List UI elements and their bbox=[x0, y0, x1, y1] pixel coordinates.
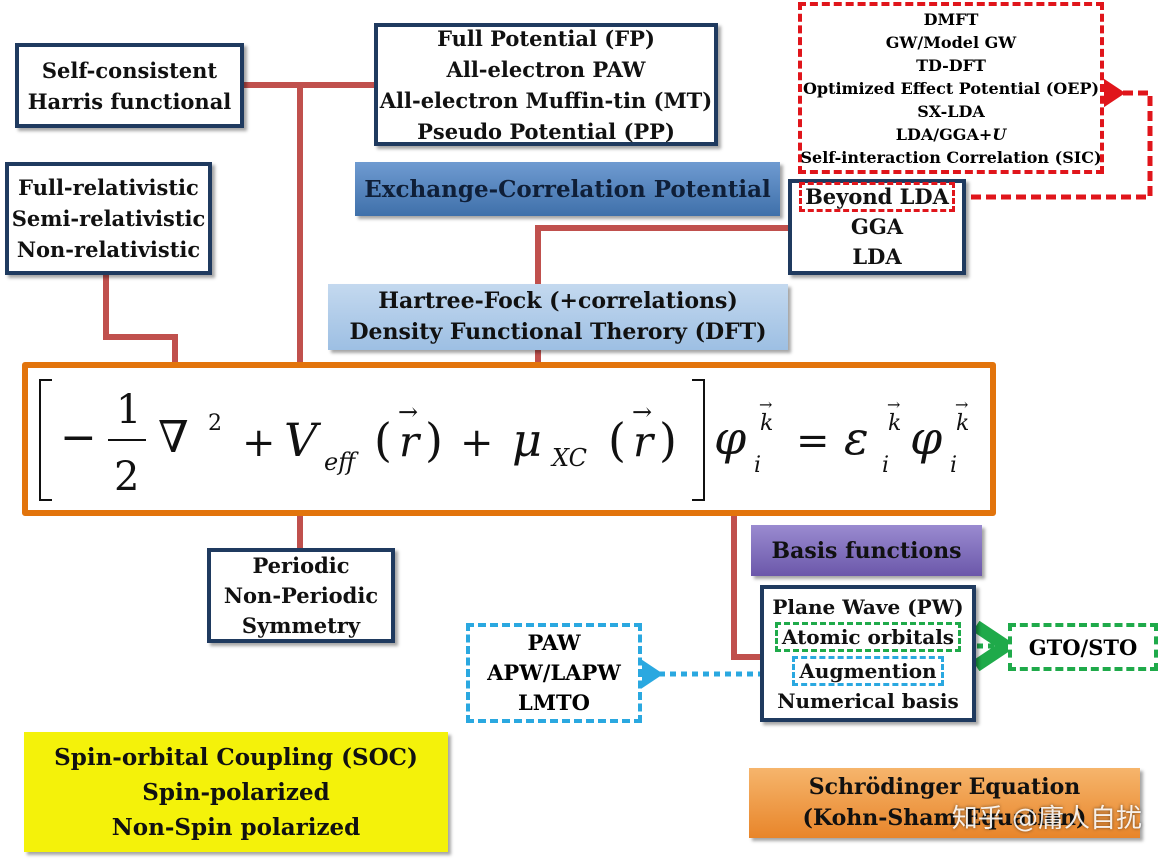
spin-box: Spin-orbital Coupling (SOC) Spin-polariz… bbox=[24, 732, 448, 852]
boundary-line-3: Symmetry bbox=[241, 612, 361, 638]
eq-eps-sup-arrow: → bbox=[887, 395, 900, 414]
augment-line-2: APW/LAPW bbox=[487, 660, 621, 685]
beyond-line-2: GW/Model GW bbox=[885, 32, 1017, 52]
augmentation-methods-box: PAW APW/LAPW LMTO bbox=[466, 623, 642, 723]
beyond-line-4: Optimized Effect Potential (OEP) bbox=[802, 78, 1100, 98]
eq-eff: eff bbox=[324, 448, 359, 476]
gto-sto-box: GTO/STO bbox=[1008, 623, 1158, 671]
eq-xc: XC bbox=[550, 444, 587, 472]
eq-eps-sub: i bbox=[882, 453, 889, 478]
augment-line-3: LMTO bbox=[518, 690, 590, 715]
schrodinger-line-1: Schrödinger Equation bbox=[808, 774, 1081, 800]
relativity-line-3: Non-relativistic bbox=[16, 237, 201, 262]
right-bracket bbox=[692, 379, 705, 501]
theory-line-2: Density Functional Therory (DFT) bbox=[349, 319, 767, 345]
scf-line-1: Self-consistent bbox=[41, 57, 218, 83]
eq-phi-1-sub: i bbox=[754, 453, 761, 478]
boundary-line-2: Non-Periodic bbox=[223, 582, 379, 608]
beyond-lda-arrow bbox=[956, 93, 1153, 200]
eq-lparen-1: ( bbox=[374, 413, 392, 467]
schrodinger-box: Schrödinger Equation (Kohn-Sham Equation… bbox=[749, 768, 1140, 838]
eq-r-arrow-1: → bbox=[398, 398, 418, 426]
relativity-box: Full-relativistic Semi-relativistic Non-… bbox=[5, 162, 212, 275]
eq-plus-1: + bbox=[242, 420, 276, 466]
relativity-line-1: Full-relativistic bbox=[18, 175, 199, 200]
theory-banner: Hartree-Fock (+correlations) Density Fun… bbox=[328, 284, 788, 350]
scf-box: Self-consistent Harris functional bbox=[15, 43, 244, 128]
augment-line-1: PAW bbox=[527, 630, 581, 655]
eq-rparen-1: ) bbox=[425, 413, 443, 467]
potential-line-2: All-electron PAW bbox=[446, 56, 646, 82]
theory-line-1: Hartree-Fock (+correlations) bbox=[378, 288, 738, 314]
eq-nabla-exponent: 2 bbox=[208, 411, 222, 436]
eq-phi-1-sup: k bbox=[760, 411, 773, 436]
connector-phi-basis bbox=[731, 470, 770, 660]
spin-line-2: Spin-polarized bbox=[142, 778, 330, 806]
basis-functions-banner: Basis functions bbox=[751, 525, 982, 576]
eq-minus: − bbox=[60, 412, 97, 463]
gto-sto-label: GTO/STO bbox=[1028, 634, 1138, 660]
beyond-lda-methods-box: DMFT GW/Model GW TD-DFT Optimized Effect… bbox=[798, 2, 1104, 174]
eq-phi-2-sub: i bbox=[950, 453, 957, 478]
beyond-line-5: SX-LDA bbox=[917, 101, 985, 121]
relativity-line-2: Semi-relativistic bbox=[11, 206, 206, 231]
functional-beyond-lda: Beyond LDA bbox=[799, 182, 955, 212]
kohn-sham-equation-box: − 1 2 ∇ 2 + V eff ( r → ) + μ XC ( r → )… bbox=[22, 362, 996, 516]
basis-banner-label: Basis functions bbox=[771, 537, 962, 564]
beyond-line-6: LDA/GGA+U bbox=[896, 123, 1006, 146]
beyond-line-7: Self-interaction Correlation (SIC) bbox=[800, 147, 1102, 167]
eq-phi-2-sup: k bbox=[956, 411, 969, 436]
potential-line-3: All-electron Muffin-tin (MT) bbox=[379, 87, 713, 113]
potential-line-4: Pseudo Potential (PP) bbox=[417, 118, 675, 144]
beyond-line-3: TD-DFT bbox=[916, 55, 986, 75]
xc-banner-label: Exchange-Correlation Potential bbox=[364, 175, 771, 203]
basis-box: Plane Wave (PW) Atomic orbitals Augmenti… bbox=[760, 585, 976, 722]
schrodinger-line-2: (Kohn-Sham Equation) bbox=[802, 805, 1087, 831]
boundary-line-1: Periodic bbox=[252, 552, 350, 578]
spin-line-1: Spin-orbital Coupling (SOC) bbox=[54, 743, 418, 771]
eq-r-1: r bbox=[399, 417, 422, 466]
functionals-box: Beyond LDA GGA LDA bbox=[788, 179, 966, 275]
eq-nabla: ∇ bbox=[158, 412, 189, 463]
eq-denominator: 2 bbox=[114, 454, 139, 500]
potential-line-1: Full Potential (FP) bbox=[437, 25, 655, 51]
beyond-line-6-text: LDA/GGA+ bbox=[895, 124, 993, 144]
potential-box: Full Potential (FP) All-electron PAW All… bbox=[374, 23, 718, 146]
eq-mu: μ bbox=[512, 413, 542, 467]
eq-equals: = bbox=[796, 418, 830, 464]
eq-phi-2-sup-arrow: → bbox=[955, 395, 968, 414]
basis-atomic-orbitals: Atomic orbitals bbox=[774, 621, 962, 652]
eq-v: V bbox=[284, 413, 322, 467]
left-bracket bbox=[39, 379, 52, 501]
eq-lparen-2: ( bbox=[608, 413, 626, 467]
functional-gga: GGA bbox=[850, 214, 904, 239]
equation-svg: − 1 2 ∇ 2 + V eff ( r → ) + μ XC ( r → )… bbox=[39, 379, 969, 501]
eq-phi-1: φ bbox=[714, 411, 747, 465]
eq-epsilon: ε bbox=[844, 411, 869, 465]
scf-line-2: Harris functional bbox=[27, 88, 232, 114]
eq-phi-1-sup-arrow: → bbox=[759, 395, 772, 414]
xc-potential-banner: Exchange-Correlation Potential bbox=[355, 162, 780, 216]
basis-augmention: Augmention bbox=[792, 655, 944, 686]
eq-eps-sup: k bbox=[888, 411, 901, 436]
eq-numerator: 1 bbox=[116, 387, 141, 433]
beyond-line-1: DMFT bbox=[923, 9, 979, 29]
beyond-line-6-u: U bbox=[992, 124, 1007, 144]
functional-lda: LDA bbox=[852, 244, 902, 269]
watermark: 知乎 @庸人自扰 bbox=[951, 804, 1142, 834]
boundary-box: Periodic Non-Periodic Symmetry bbox=[207, 548, 395, 643]
basis-numerical: Numerical basis bbox=[777, 688, 959, 713]
spin-line-3: Non-Spin polarized bbox=[111, 813, 361, 841]
eq-rparen-2: ) bbox=[659, 413, 677, 467]
basis-plane-wave: Plane Wave (PW) bbox=[772, 594, 964, 619]
eq-r-arrow-2: → bbox=[632, 398, 652, 426]
eq-plus-2: + bbox=[460, 420, 494, 466]
eq-phi-2: φ bbox=[910, 411, 943, 465]
eq-r-2: r bbox=[633, 417, 656, 466]
